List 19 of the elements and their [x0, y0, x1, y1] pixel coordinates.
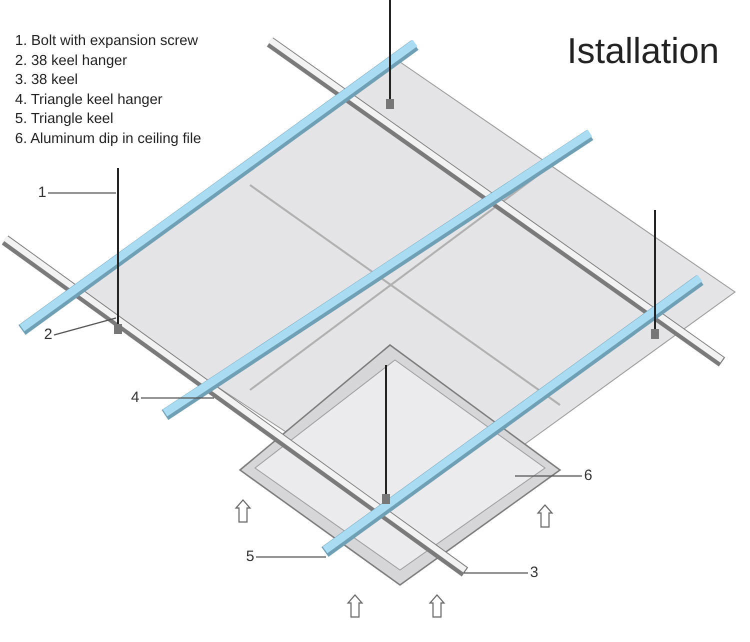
title: Istallation: [567, 30, 720, 72]
leader-line: [256, 556, 326, 558]
leader-line: [141, 397, 214, 399]
parts-list-item: 3. 38 keel: [15, 71, 78, 89]
callout-number: 4: [131, 390, 140, 406]
callout-number: 2: [44, 327, 52, 343]
callout-number: 3: [530, 565, 538, 581]
leader-line: [48, 192, 116, 194]
leader-line: [54, 317, 116, 336]
parts-list-item: 2. 38 keel hanger: [15, 52, 128, 70]
callout-number: 6: [584, 468, 592, 484]
callout-number: 1: [38, 185, 46, 201]
parts-list-item: 4. Triangle keel hanger: [15, 90, 163, 108]
parts-list-item: 1. Bolt with expansion screw: [15, 32, 198, 50]
callout-number: 5: [246, 549, 254, 565]
leader-line: [464, 572, 528, 574]
parts-list-item: 6. Aluminum dip in ceiling file: [15, 130, 202, 148]
leader-line: [515, 475, 582, 477]
parts-list-item: 5. Triangle keel: [15, 110, 114, 128]
